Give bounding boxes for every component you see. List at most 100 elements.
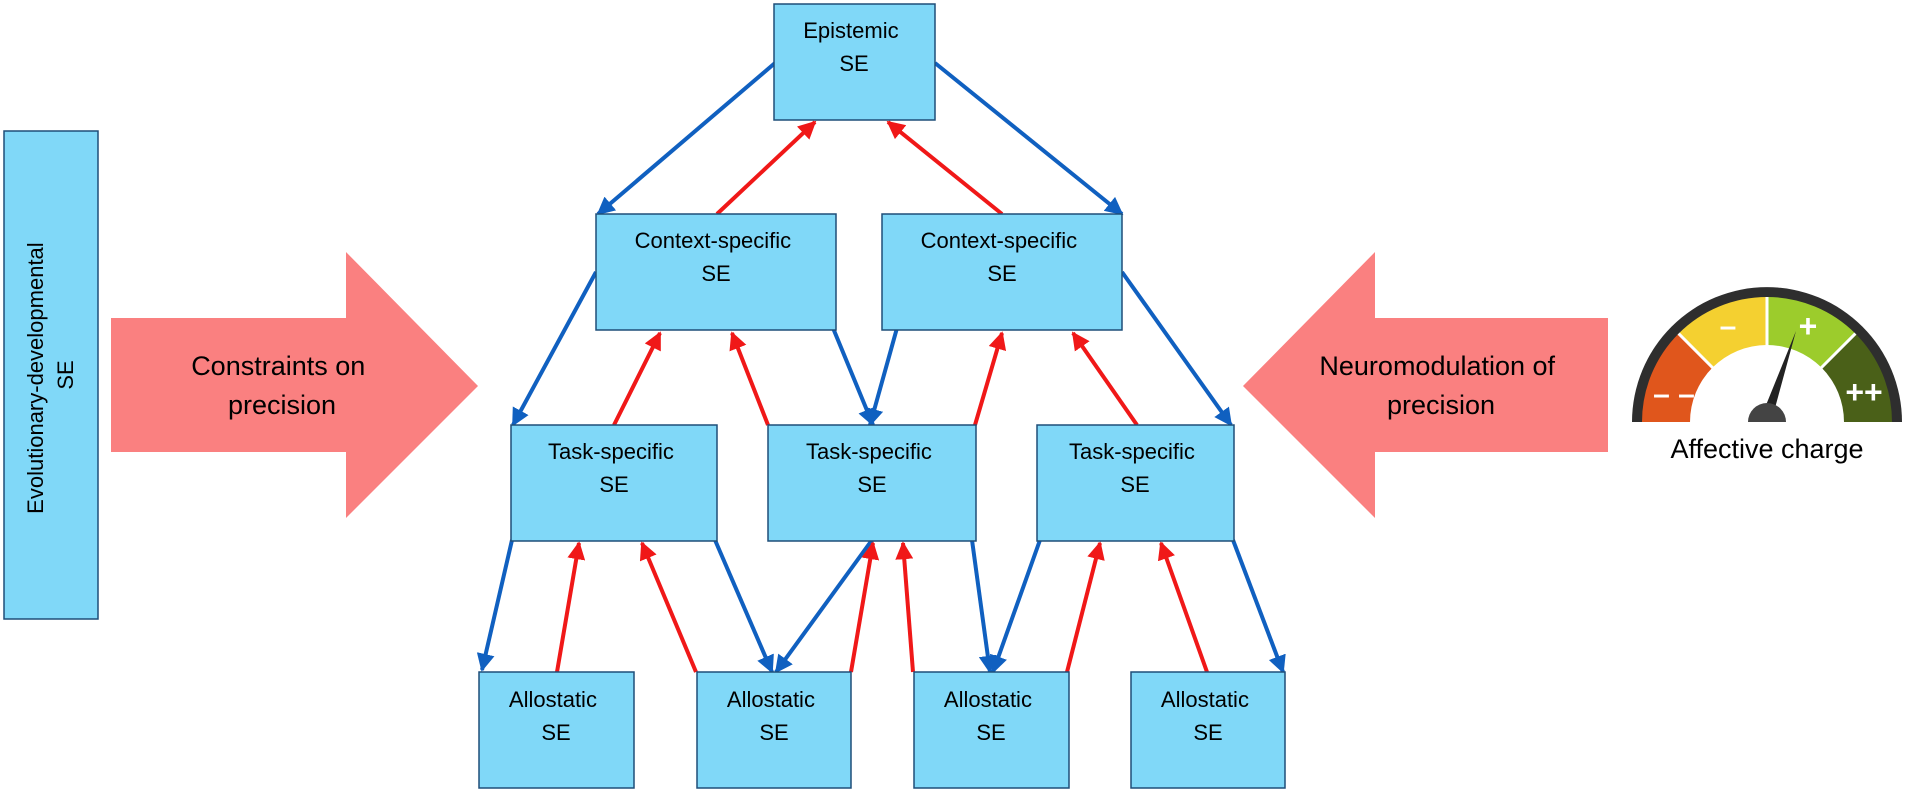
node-label-line1: Allostatic — [1161, 687, 1249, 712]
node-box — [767, 424, 977, 542]
node-box — [595, 213, 837, 331]
down-arrow — [831, 327, 876, 427]
node-label: Task-specific SE — [1069, 439, 1201, 497]
node-label-line1: Task-specific — [548, 439, 674, 464]
gauge-center — [1690, 345, 1844, 422]
affective-charge-gauge: – – – + ++ Affective charge — [1632, 287, 1902, 464]
up-arrow — [715, 120, 817, 216]
node-label: Allostatic SE — [727, 687, 821, 745]
node-label-line2: SE — [987, 261, 1016, 286]
node-task-specific-3: Task-specific SE — [1036, 424, 1235, 542]
evolutionary-developmental-panel: Evolutionary-developmental SE — [3, 130, 99, 620]
node-label-line2: SE — [759, 720, 788, 745]
up-arrow — [849, 541, 880, 673]
gauge-separators — [1677, 297, 1857, 371]
panel-box — [3, 130, 99, 620]
down-arrow — [713, 539, 774, 674]
node-label: Allostatic SE — [1161, 687, 1255, 745]
node-label: Context-specific SE — [921, 228, 1084, 286]
left-arrow-line2: precision — [228, 390, 336, 420]
gauge-segment-minus — [1678, 296, 1767, 369]
node-label-line2: SE — [976, 720, 1005, 745]
connector-arrows — [476, 61, 1286, 674]
panel-label: Evolutionary-developmental SE — [23, 236, 78, 514]
down-arrow — [970, 539, 997, 674]
node-box — [913, 671, 1070, 789]
up-arrow — [973, 331, 1007, 426]
node-label: Task-specific SE — [806, 439, 938, 497]
node-label-line1: Context-specific — [635, 228, 792, 253]
node-box — [773, 3, 936, 121]
neuromodulation-of-precision-arrow: Neuromodulation of precision — [1243, 252, 1608, 518]
node-label-line2: SE — [599, 472, 628, 497]
up-arrow — [612, 331, 662, 426]
node-allostatic-4: Allostatic SE — [1130, 671, 1286, 789]
node-label-line1: Task-specific — [806, 439, 932, 464]
right-arrow-line1: Neuromodulation of — [1319, 351, 1555, 381]
node-label-line1: Allostatic — [944, 687, 1032, 712]
gauge-needle — [1762, 331, 1796, 419]
node-box — [478, 671, 635, 789]
node-label-line2: SE — [701, 261, 730, 286]
node-label: Epistemic SE — [803, 18, 904, 76]
node-label: Context-specific SE — [635, 228, 798, 286]
down-arrow — [865, 327, 899, 427]
node-label: Task-specific SE — [548, 439, 680, 497]
down-arrow — [1231, 539, 1286, 674]
left-big-arrow-shape — [111, 252, 478, 518]
down-arrow — [476, 539, 514, 672]
up-arrow — [1071, 331, 1139, 427]
down-arrow — [1120, 270, 1233, 427]
node-label-line1: Task-specific — [1069, 439, 1195, 464]
node-label-line2: SE — [541, 720, 570, 745]
gauge-segment-plus — [1767, 296, 1856, 369]
up-arrow — [729, 331, 770, 426]
node-box — [1130, 671, 1286, 789]
node-context-specific-2: Context-specific SE — [881, 213, 1123, 331]
left-arrow-line1: Constraints on — [191, 351, 365, 381]
gauge-label-minus: – — [1720, 310, 1737, 343]
node-label-line1: Context-specific — [921, 228, 1078, 253]
up-arrow — [1157, 541, 1209, 673]
node-label-line2: SE — [857, 472, 886, 497]
node-box — [1036, 424, 1235, 542]
up-arrow — [886, 120, 1004, 216]
node-label: Allostatic SE — [509, 687, 603, 745]
left-arrow-label: Constraints on precision — [191, 351, 373, 420]
node-label-line1: Epistemic — [803, 18, 898, 43]
right-arrow-line2: precision — [1387, 390, 1495, 420]
node-label-line1: Allostatic — [727, 687, 815, 712]
gauge-caption: Affective charge — [1670, 434, 1863, 464]
right-arrow-label: Neuromodulation of precision — [1319, 351, 1562, 420]
node-box — [510, 424, 718, 542]
node-label-line2: SE — [839, 51, 868, 76]
up-arrow — [555, 541, 586, 673]
panel-label-line1: Evolutionary-developmental — [23, 242, 48, 514]
gauge-separator — [1677, 332, 1715, 371]
down-arrow — [774, 538, 874, 674]
gauge-separator — [1818, 332, 1857, 371]
down-arrow — [511, 271, 598, 427]
gauge-label-plus: + — [1799, 308, 1818, 344]
node-box — [881, 213, 1123, 331]
up-arrow — [639, 541, 698, 673]
up-arrow — [895, 541, 915, 673]
gauge-label-double-plus: ++ — [1845, 374, 1882, 410]
node-label-line2: SE — [1120, 472, 1149, 497]
node-allostatic-1: Allostatic SE — [478, 671, 635, 789]
gauge-segment-double-plus — [1820, 333, 1892, 422]
node-task-specific-1: Task-specific SE — [510, 424, 718, 542]
node-context-specific-1: Context-specific SE — [595, 213, 837, 331]
gauge-segment-double-minus — [1642, 333, 1714, 422]
node-epistemic: Epistemic SE — [773, 3, 936, 121]
node-box — [696, 671, 852, 789]
panel-label-line2: SE — [53, 360, 78, 389]
down-arrow — [989, 539, 1042, 674]
down-arrow — [596, 61, 777, 216]
gauge-hub — [1748, 403, 1786, 422]
node-label-line2: SE — [1193, 720, 1222, 745]
down-arrow — [933, 61, 1124, 216]
constraints-on-precision-arrow: Constraints on precision — [111, 252, 478, 518]
node-task-specific-2: Task-specific SE — [767, 424, 977, 542]
